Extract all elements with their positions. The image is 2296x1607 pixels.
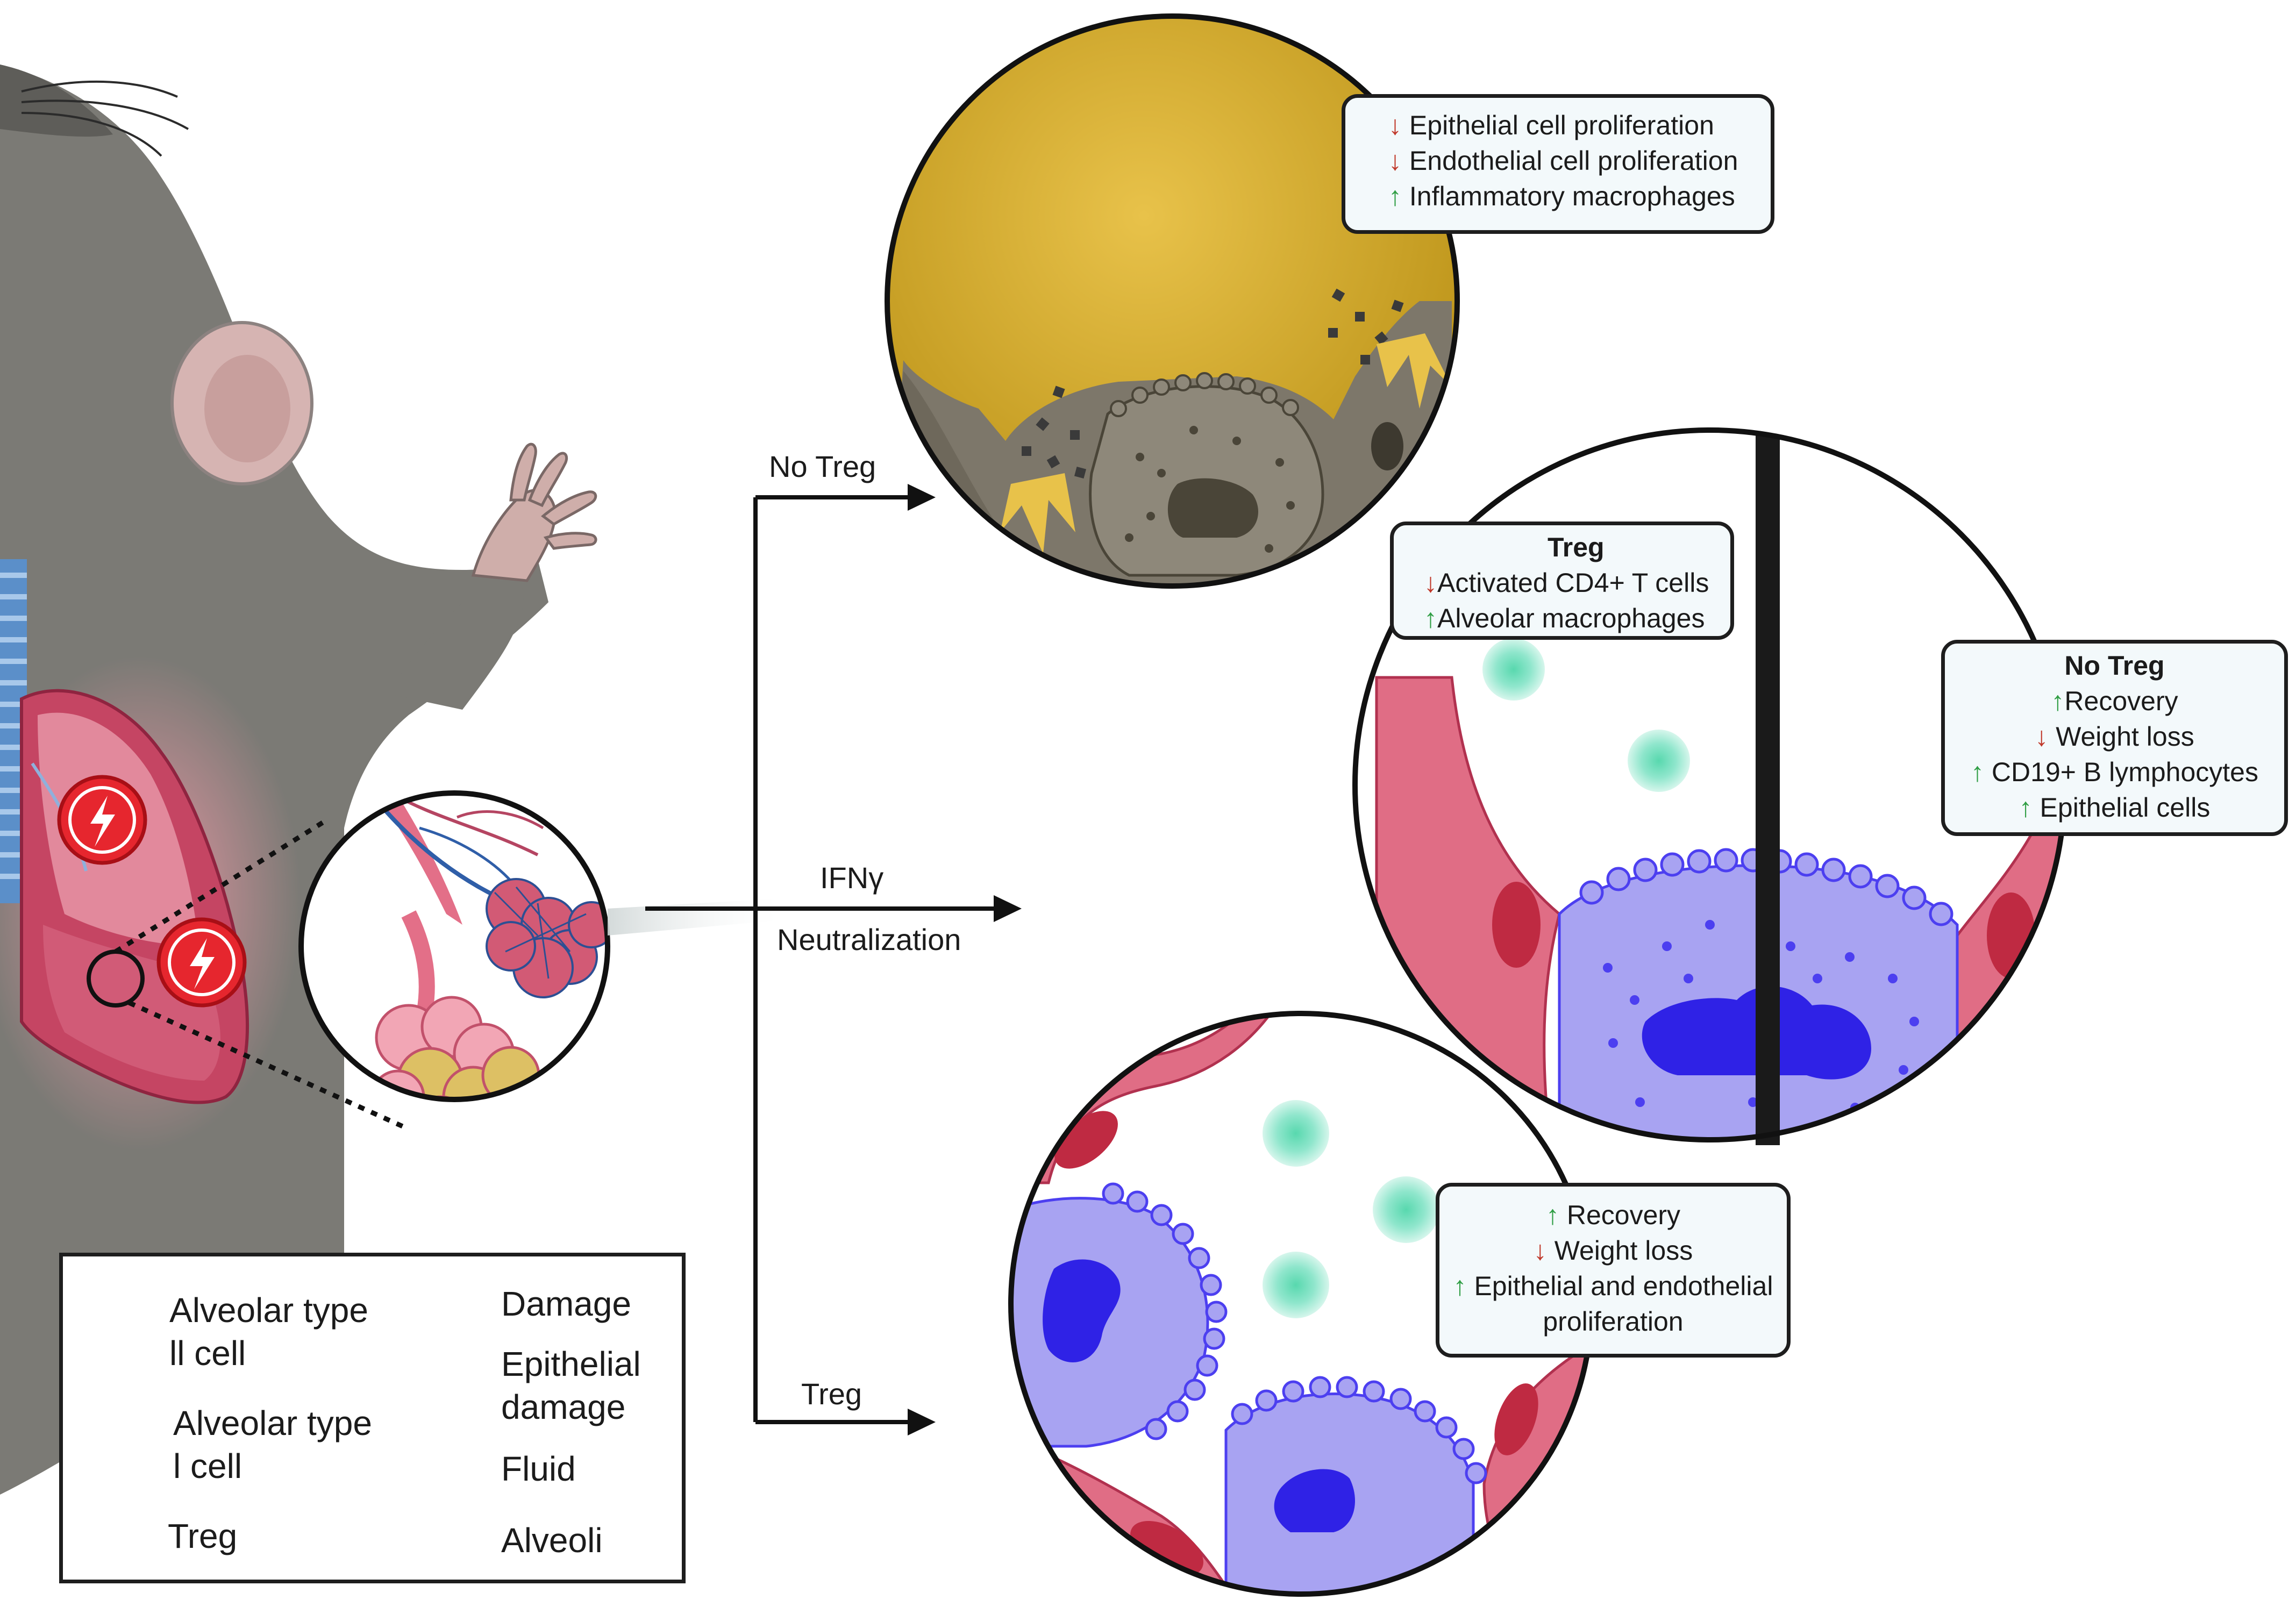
- label-ifn-gamma: IFNγ: [820, 861, 884, 895]
- flow-arrows: [645, 495, 1000, 1424]
- legend-alveoli-label: Alveoli: [501, 1521, 603, 1560]
- info-box-treg-ifn: Treg ↓Activated CD4+ T cells ↑Alveolar m…: [1390, 522, 1734, 640]
- box-row: ↑ Epithelial and endothelial: [1453, 1271, 1773, 1301]
- label-neutralization: Neutralization: [777, 923, 961, 956]
- treg-cell: [1263, 1100, 1329, 1167]
- lung-damage-icon-1: [57, 775, 147, 865]
- treg-cell: [1482, 638, 1545, 701]
- mouse-paw: [471, 442, 597, 582]
- info-box-no-treg-fluid: ↓ Epithelial cell proliferation ↓ Endoth…: [1342, 94, 1774, 234]
- box-row: proliferation: [1543, 1306, 1684, 1337]
- divider-bar: [1756, 435, 1780, 1145]
- box-row: ↓Activated CD4+ T cells: [1424, 568, 1709, 598]
- box-row: ↓ Weight loss: [2035, 722, 2194, 752]
- treg-alveolus-circle: [1008, 1011, 1594, 1597]
- legend-treg-label: Treg: [168, 1517, 238, 1555]
- treg-cell: [1373, 1176, 1439, 1243]
- box-row: ↑ Recovery: [1545, 1200, 1681, 1230]
- alveoli-zoom-circle: [298, 790, 610, 1102]
- label-treg: Treg: [801, 1377, 862, 1411]
- label-no-treg: No Treg: [769, 449, 876, 483]
- info-box-no-treg-ifn: No Treg ↑Recovery ↓ Weight loss ↑ CD19+ …: [1941, 640, 2288, 836]
- arrowhead-treg: [908, 1409, 936, 1435]
- box-row: ↑ CD19+ B lymphocytes: [1971, 757, 2258, 787]
- no-treg-alveolus-circle: [885, 13, 1460, 589]
- mouse-illustration: [0, 65, 597, 1495]
- box-row: ↓ Weight loss: [1533, 1235, 1693, 1266]
- box-row: ↑ Inflammatory macrophages: [1388, 181, 1735, 211]
- info-box-treg: ↑ Recovery ↓ Weight loss ↑ Epithelial an…: [1436, 1183, 1791, 1358]
- whiskers: [21, 80, 189, 157]
- box-row: ↓ Endothelial cell proliferation: [1388, 146, 1738, 176]
- box-row: ↓ Epithelial cell proliferation: [1388, 110, 1714, 140]
- box-title: Treg: [1548, 532, 1605, 562]
- treg-cell: [1263, 1252, 1329, 1318]
- mouse-arm: [387, 570, 524, 710]
- box-row: ↑Alveolar macrophages: [1424, 603, 1705, 633]
- arrowhead-ifn: [994, 895, 1022, 922]
- arrowhead-no-treg: [908, 484, 936, 511]
- box-row: ↑Recovery: [2051, 686, 2178, 716]
- lung-damage-icon-2: [156, 917, 247, 1008]
- box-title: No Treg: [2064, 651, 2165, 681]
- treg-cell: [1628, 730, 1690, 792]
- legend-damage-label: Damage: [501, 1284, 631, 1323]
- legend-fluid-label: Fluid: [501, 1449, 576, 1488]
- box-row: ↑ Epithelial cells: [2019, 792, 2211, 823]
